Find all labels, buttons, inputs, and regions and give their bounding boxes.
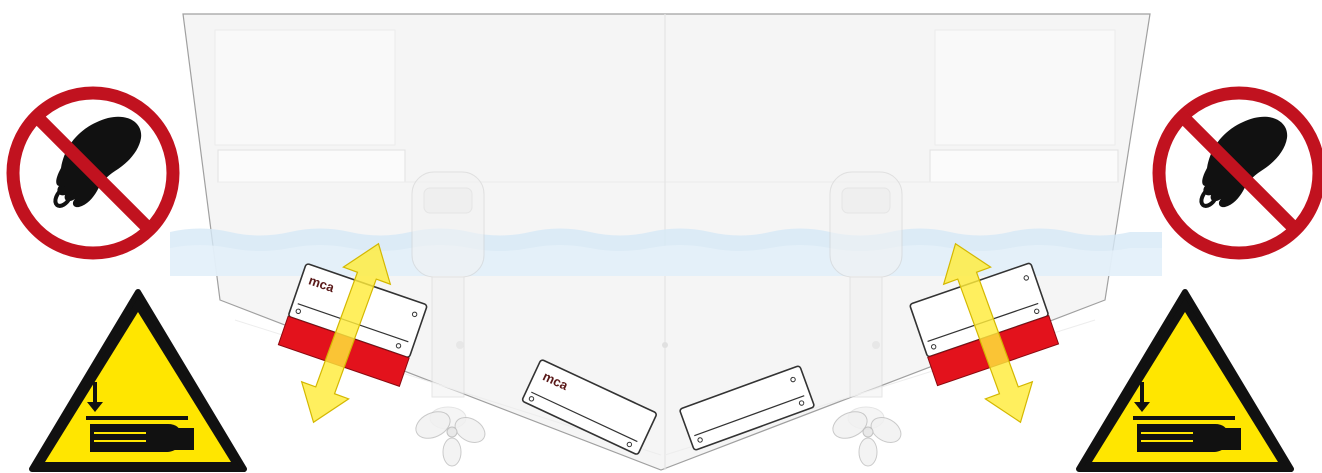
propeller-left <box>415 411 486 467</box>
hand-crush-warning-icon-left <box>29 289 247 472</box>
no-hand-icon-right <box>1152 86 1322 260</box>
crush-hand-symbol <box>1133 382 1241 452</box>
hand-crush-warning-icon-right <box>1076 289 1294 472</box>
double-arrow-icon-right <box>942 242 1034 424</box>
propeller-right <box>832 411 902 467</box>
double-arrow-icon-left <box>300 242 392 424</box>
hand-silhouette <box>53 116 142 208</box>
no-hand-icon-left <box>6 86 180 260</box>
hand-silhouette <box>1199 116 1288 208</box>
trim-tab-bottom-left: mca <box>521 359 657 455</box>
trim-tab-bottom-right <box>679 365 815 451</box>
outboard-motor-right <box>829 171 903 430</box>
crush-hand-symbol <box>86 382 194 452</box>
